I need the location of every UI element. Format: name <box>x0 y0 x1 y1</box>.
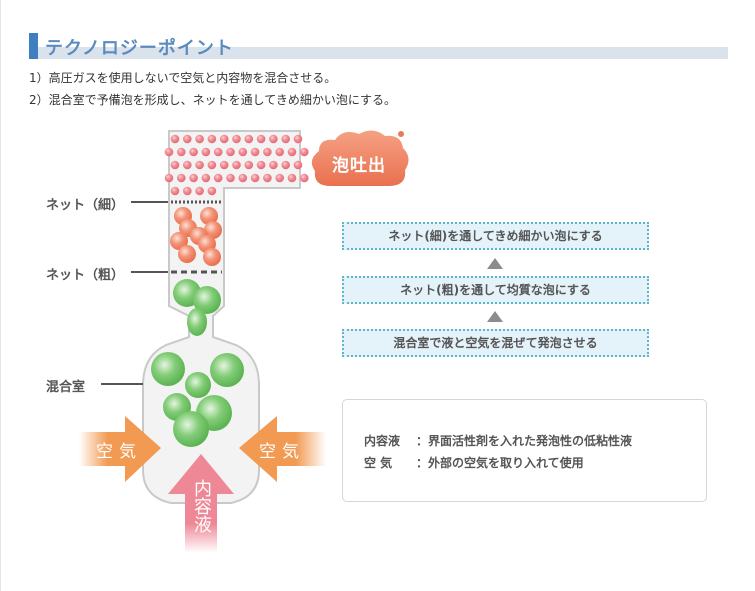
info-value: ：外部の空気を取り入れて使用 <box>416 456 584 470</box>
fine-bubble <box>183 134 192 144</box>
fine-bubble <box>213 147 223 157</box>
fine-bubble <box>226 147 235 157</box>
fine-bubble <box>287 147 297 157</box>
fine-bubble <box>195 186 204 196</box>
fine-bubble <box>250 173 260 183</box>
fine-bubble <box>275 173 285 183</box>
fine-bubble <box>207 134 217 144</box>
coarse-bubble <box>204 221 222 239</box>
fine-bubble <box>164 173 174 183</box>
fine-bubble <box>195 160 204 170</box>
fine-bubble <box>250 147 260 157</box>
fine-bubble <box>244 134 254 144</box>
air-arrow-right <box>239 416 326 482</box>
coarse-bubble <box>203 248 221 266</box>
fine-bubble <box>293 160 303 170</box>
fine-bubble <box>232 134 241 144</box>
foam-out-cloud <box>311 130 409 186</box>
air-left-label: 空気 <box>96 442 142 462</box>
label-net-coarse: ネット（粗） <box>46 268 125 283</box>
fine-bubble <box>183 186 192 196</box>
fine-bubble <box>281 134 291 144</box>
heading-accent-bar <box>29 33 38 59</box>
fine-bubble <box>281 160 291 170</box>
coarse-foam-bubbles <box>170 207 222 266</box>
intro-item: 2）混合室で予備泡を形成し、ネットを通してきめ細かい泡にする。 <box>29 93 397 107</box>
premix-bubble <box>151 352 185 386</box>
fine-bubble <box>170 160 180 170</box>
fine-bubble <box>244 160 254 170</box>
fine-bubble <box>207 160 217 170</box>
fine-foam-bubbles <box>164 134 309 196</box>
fine-bubble <box>293 134 303 144</box>
info-key: 内容液 <box>364 434 401 448</box>
up-arrow-icon <box>487 311 503 322</box>
label-net-fine: ネット（細） <box>46 198 125 213</box>
coarse-bubble <box>170 232 188 250</box>
info-row-air: 空 気 ：外部の空気を取り入れて使用 <box>364 454 584 471</box>
fine-bubble <box>189 173 198 183</box>
fine-bubble <box>238 147 248 157</box>
liquid-label: 内容液 <box>191 479 212 533</box>
info-key: 空 気 <box>364 456 393 470</box>
legend-info-box: 内容液 ：界面活性剤を入れた発泡性の低粘性液 空 気 ：外部の空気を取り入れて使用 <box>342 399 707 502</box>
fine-bubble <box>269 134 278 144</box>
fine-bubble <box>201 173 211 183</box>
fine-bubble <box>263 173 272 183</box>
fine-bubble <box>219 134 229 144</box>
heading-underline-bar <box>38 47 728 59</box>
premix-bubble <box>173 411 209 447</box>
coarse-bubble <box>200 207 218 225</box>
premix-bubble <box>193 286 221 314</box>
label-mixing-chamber: 混合室 <box>46 380 86 395</box>
fine-bubble <box>164 147 174 157</box>
fine-bubble <box>238 173 248 183</box>
fine-bubble <box>177 147 186 157</box>
fine-bubble <box>275 147 285 157</box>
info-value: ：界面活性剤を入れた発泡性の低粘性液 <box>416 434 633 448</box>
fine-bubble <box>170 134 180 144</box>
fine-bubble <box>177 173 186 183</box>
fine-bubble <box>219 160 229 170</box>
intro-item: 1）高圧ガスを使用しないで空気と内容物を混合させる。 <box>29 71 337 85</box>
page-title: テクノロジーポイント <box>45 38 234 59</box>
coarse-bubble <box>178 245 196 263</box>
info-row-liquid: 内容液 ：界面活性剤を入れた発泡性の低粘性液 <box>364 432 632 449</box>
fine-bubble <box>201 147 211 157</box>
section-heading: テクノロジーポイント <box>29 33 728 59</box>
air-right-label: 空気 <box>259 442 305 462</box>
fine-bubble <box>207 186 217 196</box>
fine-bubble <box>287 173 297 183</box>
fine-bubble <box>256 134 266 144</box>
fine-bubble <box>256 160 266 170</box>
fine-bubble <box>263 147 272 157</box>
up-arrow-icon <box>487 258 503 269</box>
fine-bubble <box>195 134 204 144</box>
fine-bubble <box>232 160 241 170</box>
premix-bubble <box>210 353 244 387</box>
air-arrow-left <box>79 416 161 482</box>
liquid-arrow <box>168 454 234 553</box>
step-box-coarse-net: ネット(粗)を通して均質な泡にする <box>342 276 649 304</box>
cloud-dot <box>398 131 404 137</box>
step-box-mixing: 混合室で液と空気を混ぜて発泡させる <box>342 329 649 357</box>
premix-bubble <box>187 308 207 336</box>
fine-bubble <box>300 147 309 157</box>
fine-bubble <box>269 160 278 170</box>
fine-bubble <box>170 186 180 196</box>
fine-bubble <box>183 160 192 170</box>
fine-bubble <box>213 173 223 183</box>
premix-foam-bubbles <box>151 279 244 447</box>
fine-bubble <box>226 173 235 183</box>
premix-bubble <box>185 372 211 398</box>
fine-bubble <box>300 173 309 183</box>
step-box-fine-net: ネット(細)を通してきめ細かい泡にする <box>342 222 649 250</box>
fine-bubble <box>189 147 198 157</box>
intro-list: 1）高圧ガスを使用しないで空気と内容物を混合させる。 2）混合室で予備泡を形成し… <box>29 67 396 111</box>
foam-out-label: 泡吐出 <box>332 156 386 176</box>
